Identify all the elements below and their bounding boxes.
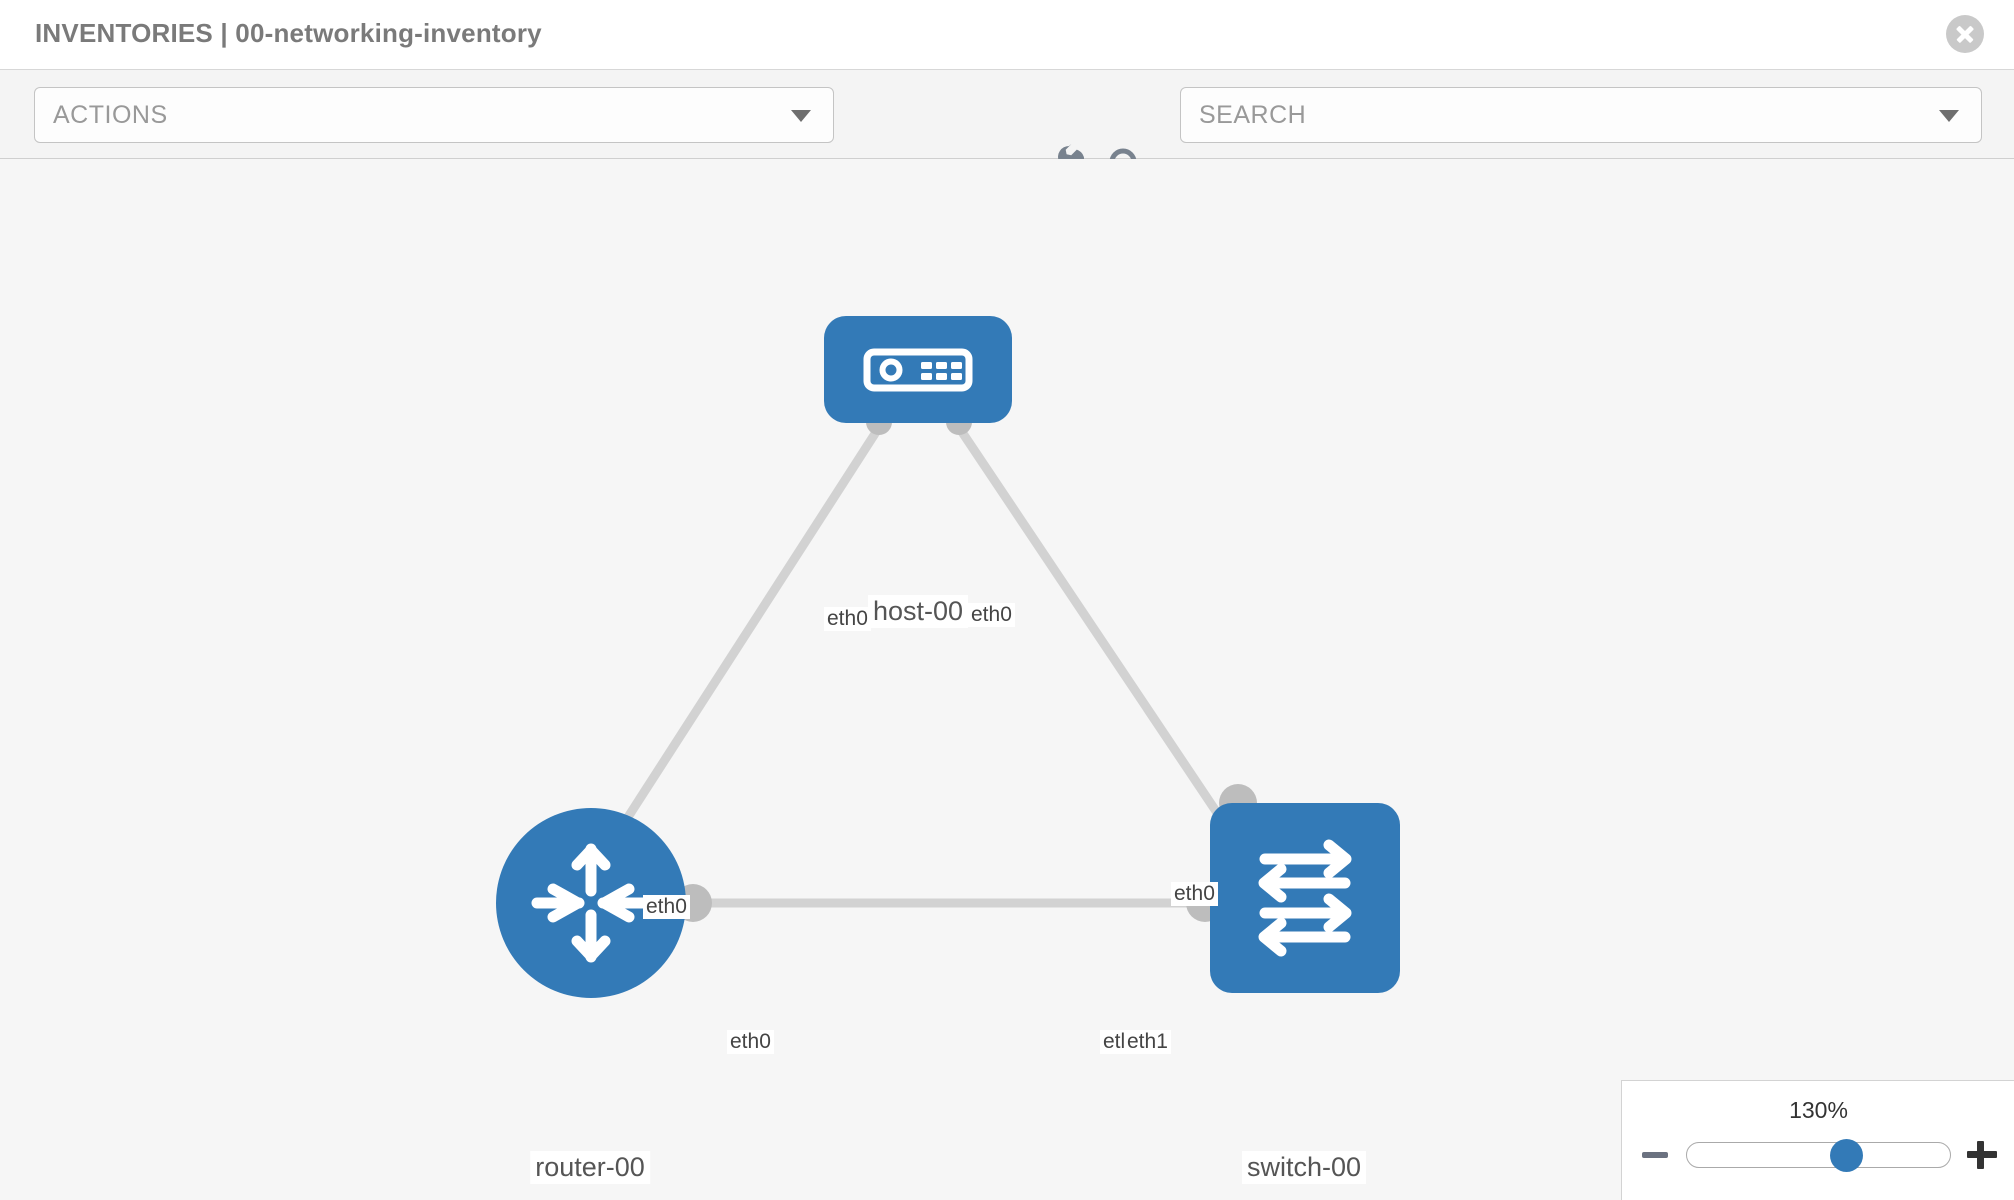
- switch-arrows-icon: [1258, 839, 1352, 957]
- zoom-out-button[interactable]: [1638, 1138, 1672, 1172]
- edge-label-switch-left: eth1: [1124, 1030, 1171, 1054]
- switch-node-shape[interactable]: [1210, 803, 1400, 993]
- router-arrows-icon: [531, 843, 651, 963]
- edge-label-router-right: eth0: [727, 1030, 774, 1054]
- topology-canvas[interactable]: host-00 router-00: [0, 159, 2014, 1200]
- zoom-slider-row: [1622, 1133, 2014, 1177]
- toolbar: ACTIONS SEARCH: [0, 69, 2014, 186]
- zoom-in-button[interactable]: [1965, 1138, 1999, 1172]
- chevron-down-icon: [1939, 110, 1959, 122]
- edge-label-host-right: eth0: [968, 603, 1015, 627]
- search-placeholder: SEARCH: [1199, 100, 1307, 129]
- search-input[interactable]: SEARCH: [1180, 87, 1982, 143]
- zoom-control-panel: 130%: [1621, 1080, 2014, 1200]
- page-title: INVENTORIES | 00-networking-inventory: [35, 18, 542, 48]
- page-header: INVENTORIES | 00-networking-inventory: [0, 0, 2014, 69]
- edge-label-host-left: eth0: [824, 607, 871, 631]
- actions-dropdown-label: ACTIONS: [53, 100, 168, 129]
- node-label-switch-00: switch-00: [1241, 1151, 1367, 1184]
- node-label-router-00: router-00: [530, 1151, 650, 1184]
- zoom-percent-label: 130%: [1789, 1097, 1848, 1123]
- actions-dropdown[interactable]: ACTIONS: [34, 87, 834, 143]
- topology-links: [597, 426, 1252, 908]
- node-label-host-00: host-00: [867, 595, 969, 628]
- server-icon: [863, 348, 973, 391]
- edge-label-switch-up: eth0: [1171, 882, 1218, 906]
- host-node-shape[interactable]: [824, 316, 1012, 423]
- chevron-down-icon: [791, 110, 811, 122]
- close-icon[interactable]: [1946, 15, 1984, 53]
- zoom-slider-track[interactable]: [1686, 1138, 1951, 1172]
- edge-label-switch-left-overlap: etl: [1100, 1030, 1129, 1054]
- zoom-slider-thumb[interactable]: [1830, 1138, 1864, 1172]
- edge-label-router-up: eth0: [643, 895, 690, 919]
